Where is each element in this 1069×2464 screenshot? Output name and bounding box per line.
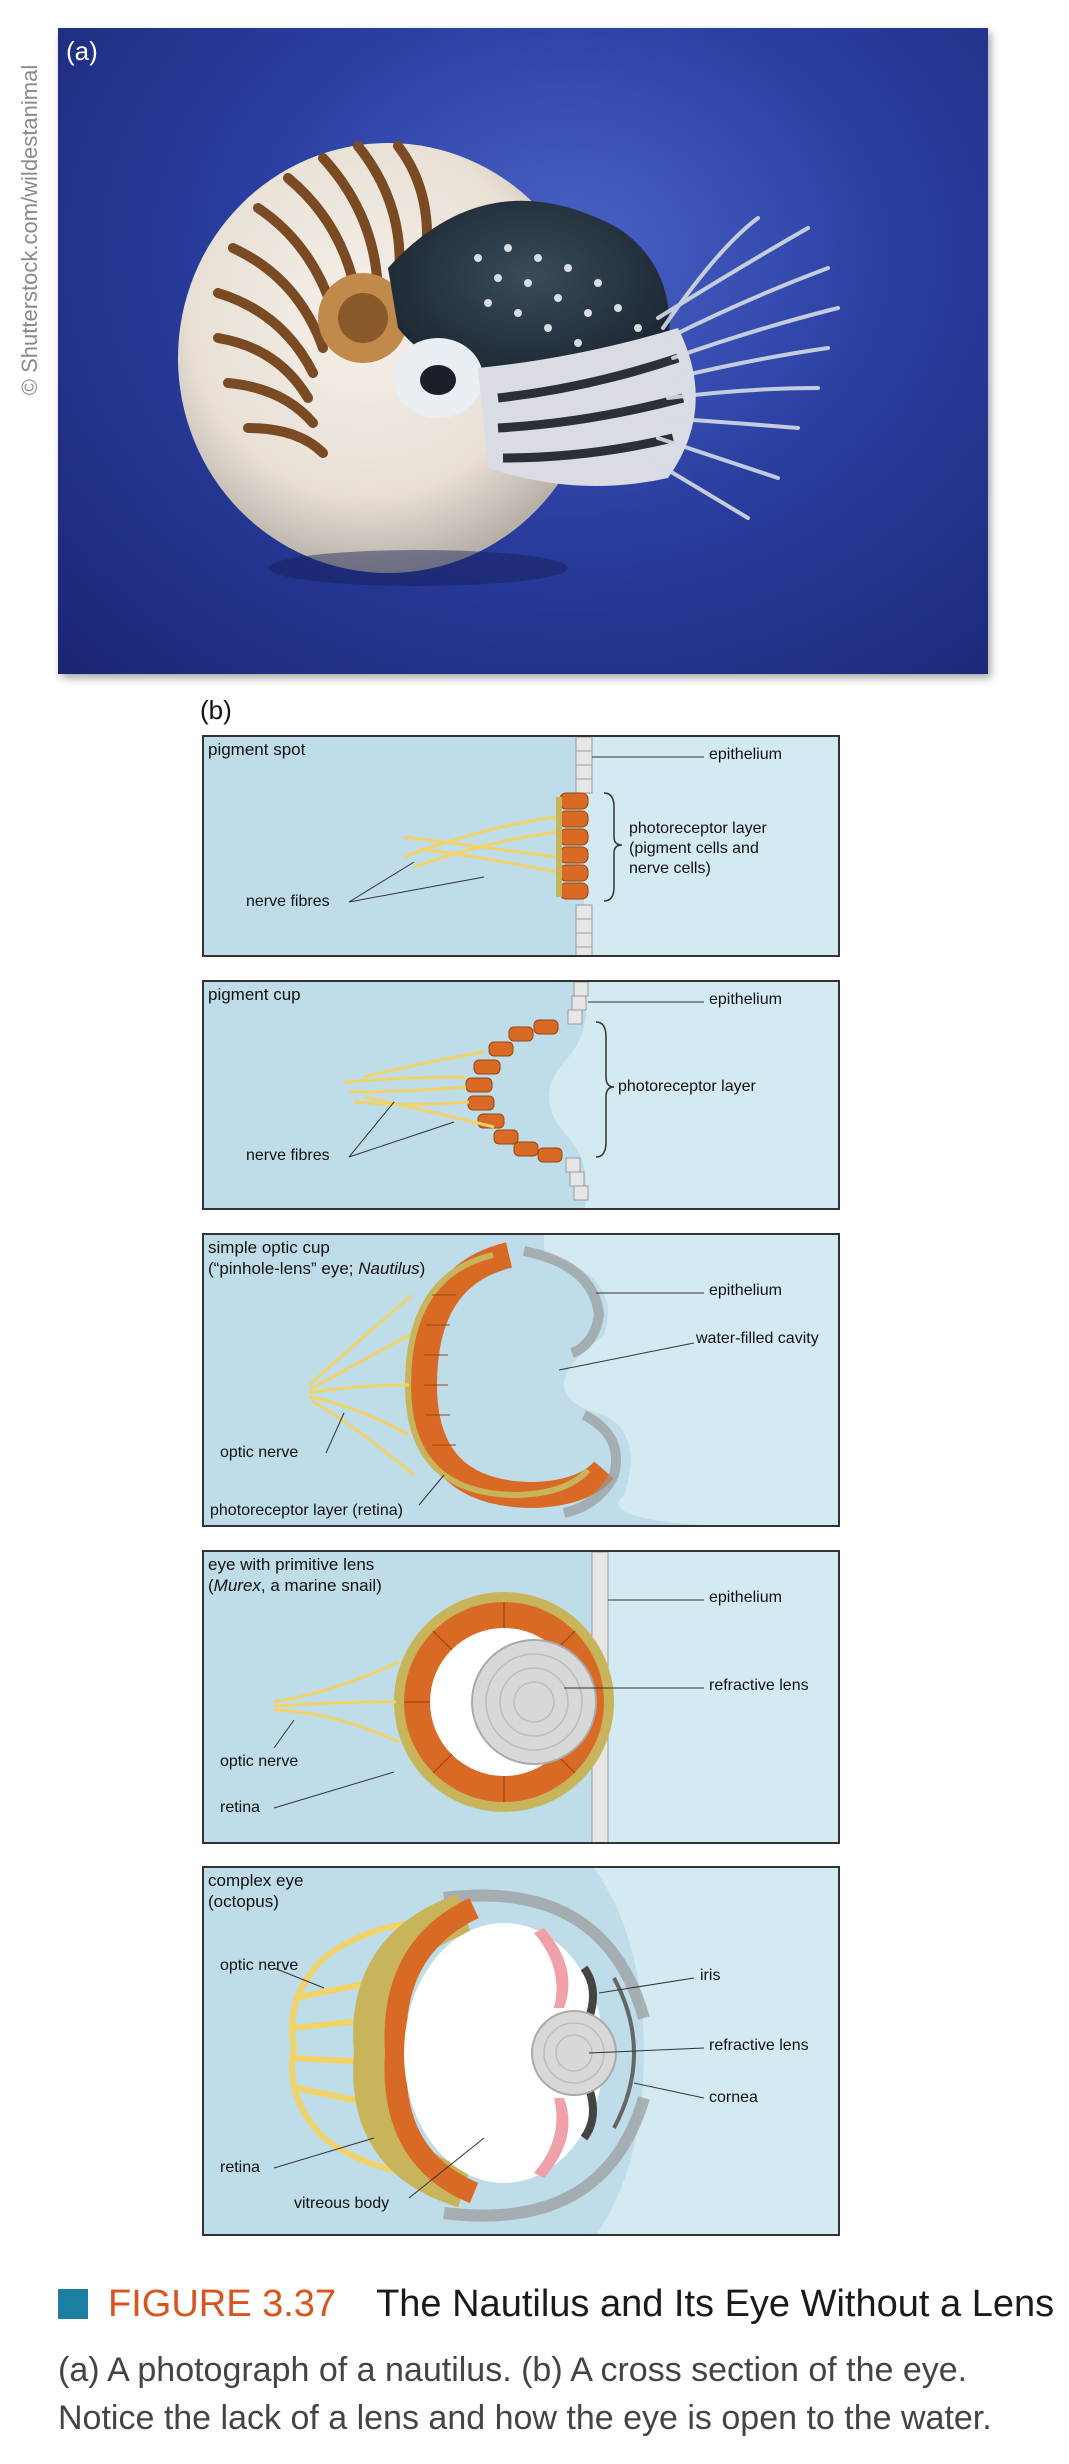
label-refractive-lens: refractive lens: [709, 1677, 809, 1694]
panel-pigment-cup: pigment cup epithelium photoreceptor lay…: [202, 980, 840, 1210]
label-epithelium: epithelium: [709, 991, 782, 1008]
figure-number: FIGURE 3.37: [108, 2282, 337, 2325]
panel-title-suffix: ): [419, 1259, 426, 1278]
nautilus-photo: (a): [58, 28, 988, 674]
label-vitreous-body: vitreous body: [294, 2195, 390, 2212]
label-refractive-lens: refractive lens: [709, 2037, 809, 2054]
label-optic-nerve: optic nerve: [220, 1957, 299, 1974]
panel-title: eye with primitive lens (Murex, a marine …: [208, 1554, 382, 1596]
label-epithelium: epithelium: [709, 1282, 782, 1299]
simple-optic-cup-diagram: [204, 1235, 838, 1525]
panel-title-prefix: (“pinhole-lens” eye;: [208, 1259, 359, 1278]
label-optic-nerve: optic nerve: [220, 1444, 299, 1461]
figure-title: The Nautilus and Its Eye Without a Lens: [376, 2282, 1055, 2325]
panel-title-suffix: , a marine snail): [260, 1576, 382, 1595]
panel-title-prefix: (: [208, 1576, 214, 1595]
label-epithelium: epithelium: [709, 1589, 782, 1606]
primitive-lens-eye-diagram: [204, 1552, 838, 1842]
panel-title: pigment cup: [208, 985, 301, 1004]
label-photoreceptor-layer: photoreceptor layer (pigment cells and n…: [629, 820, 767, 877]
panel-title-line1: simple optic cup: [208, 1238, 330, 1257]
label-nerve-fibres: nerve fibres: [246, 1147, 330, 1164]
photo-credit-text: © Shutterstock.com/wildestanimal: [17, 64, 42, 396]
panel-simple-optic-cup: simple optic cup (“pinhole-lens” eye; Nau…: [202, 1233, 840, 1527]
figure-marker-square: [58, 2289, 88, 2319]
photo-credit: © Shutterstock.com/wildestanimal: [10, 30, 50, 430]
panel-title-species: Nautilus: [358, 1259, 420, 1278]
label-water-filled-cavity: water-filled cavity: [696, 1330, 819, 1347]
pigment-cup-diagram: [204, 982, 838, 1208]
label-retina: retina: [220, 1799, 261, 1816]
label-nerve-fibres: nerve fibres: [246, 893, 330, 910]
complex-eye-diagram: [204, 1868, 838, 2234]
label-photoreceptor-layer-retina: photoreceptor layer (retina): [210, 1502, 403, 1519]
photo-label-a: (a): [66, 36, 98, 66]
diagram-label-b: (b): [200, 695, 232, 725]
panel-title-line1: eye with primitive lens: [208, 1555, 375, 1574]
label-photoreceptor-layer: photoreceptor layer: [618, 1078, 756, 1095]
label-iris: iris: [700, 1967, 721, 1984]
label-cornea: cornea: [709, 2089, 758, 2106]
panel-title: complex eye (octopus): [208, 1871, 304, 1911]
nautilus-illustration: [178, 141, 840, 586]
panel-pigment-spot: pigment spot epithelium photoreceptor la…: [202, 735, 840, 957]
panel-complex-eye: complex eye (octopus) optic nerve iris r…: [202, 1866, 840, 2236]
pigment-spot-diagram: [204, 737, 838, 955]
panel-title-species: Murex: [213, 1576, 261, 1595]
label-retina: retina: [220, 2159, 261, 2176]
label-optic-nerve: optic nerve: [220, 1753, 299, 1770]
figure-caption-heading: FIGURE 3.37 The Nautilus and Its Eye Wit…: [58, 2282, 1055, 2325]
label-epithelium: epithelium: [709, 746, 782, 763]
figure-caption-text: (a) A photograph of a nautilus. (b) A cr…: [58, 2351, 992, 2437]
panel-primitive-lens-eye: eye with primitive lens (Murex, a marine …: [202, 1550, 840, 1844]
panel-title: simple optic cup (“pinhole-lens” eye; Nau…: [208, 1237, 425, 1279]
panel-title: pigment spot: [208, 740, 306, 759]
